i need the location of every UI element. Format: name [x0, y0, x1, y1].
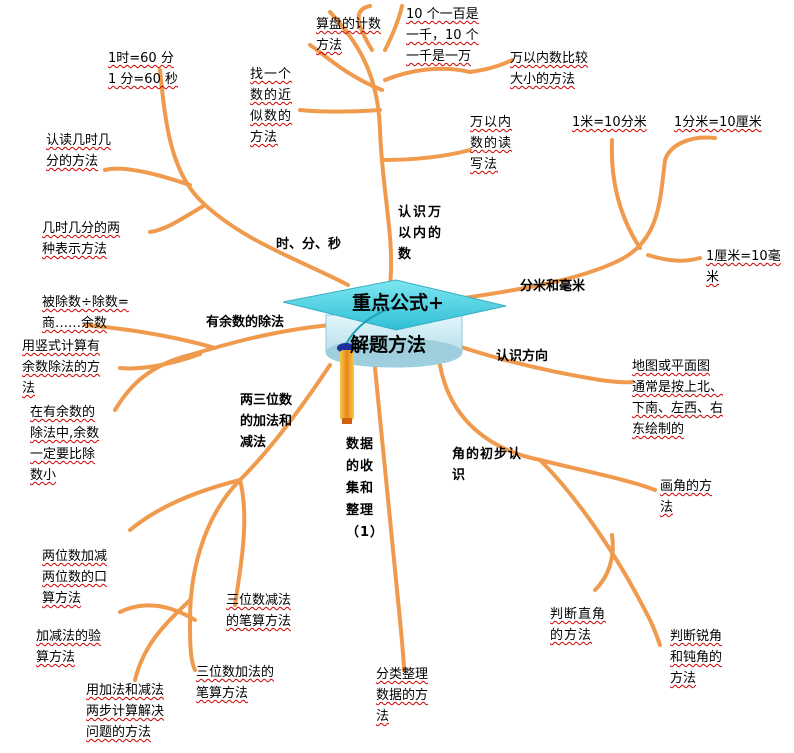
- branch-line-sanwei: [188, 363, 332, 672]
- leaf-chufa-formula: 被除数÷除数= 商……余数: [42, 295, 129, 331]
- leaf-shige: 10 个一百是 一千，10 个 一千是一万: [406, 7, 479, 64]
- branch-label-sanwei: 两三位数 的加法和 减法: [240, 393, 293, 450]
- leaf-limi-conversion: 1厘米=10毫 米: [706, 249, 781, 285]
- leaf-yansuan: 加减法的验 算方法: [36, 629, 102, 665]
- branch-label-jiao: 角的初步认 识: [452, 447, 523, 483]
- leaf-mi-conversion: 1米=10分米: [572, 115, 647, 130]
- branch-line-shifen: [158, 68, 350, 287]
- leaf-ditu: 地图或平面图 通常是按上北、 下南、左西、右 东绘制的: [632, 359, 724, 437]
- branch-line-yushu: [113, 323, 332, 412]
- leaf-yushu-rule: 在有余数的 除法中,余数 一定要比除 数小: [30, 405, 100, 483]
- leaf-zhijiao: 判断直角 的方法: [550, 607, 607, 643]
- leaf-dufa: 万以内 数的读 写法: [470, 115, 513, 172]
- leaf-ruijiao: 判断锐角 和钝角的 方法: [670, 629, 723, 686]
- center-title-line2: 解题方法: [350, 334, 427, 356]
- branch-label-yushu: 有余数的除法: [206, 315, 285, 330]
- leaf-dushi: 认读几时几 分的方法: [46, 133, 112, 169]
- leaf-jianfa: 三位数减法 的笔算方法: [226, 593, 292, 629]
- leaf-shifen-conversion: 1时=60 分 1 分=60 秒: [108, 51, 178, 87]
- leaf-suanpan: 算盘的计数 方法: [316, 17, 382, 53]
- leaf-fenmi-conversion: 1分米=10厘米: [674, 115, 762, 130]
- branch-line-wan: [328, 10, 394, 287]
- center-title-line1: 重点公式+: [352, 292, 444, 314]
- leaf-huajiao: 画角的方 法: [660, 479, 713, 515]
- leaf-jinsi: 找一个 数的近 似数的 方法: [250, 67, 293, 145]
- branch-line-fenmi: [448, 135, 717, 302]
- leaf-jiafa: 三位数加法的 笔算方法: [196, 665, 275, 701]
- branch-line-shuju: [373, 366, 406, 672]
- leaf-biaoshi: 几时几分的两 种表示方法: [42, 221, 121, 257]
- leaf-bijiao: 万以内数比较 大小的方法: [510, 51, 589, 87]
- branch-label-fenmi: 分米和毫米: [520, 279, 586, 294]
- leaf-shushi: 用竖式计算有 余数除法的方 法: [22, 339, 101, 396]
- branch-label-shifen: 时、分、秒: [276, 237, 342, 252]
- branch-lines: [83, 4, 717, 682]
- leaf-liangwei: 两位数加减 两位数的口 算方法: [42, 549, 108, 606]
- graduation-cap-icon: [282, 279, 507, 424]
- leaf-fenlei: 分类整理 数据的方 法: [376, 667, 429, 724]
- branch-label-wan: 认识万 以内的 数: [398, 205, 444, 262]
- leaf-liangbu: 用加法和减法 两步计算解决 问题的方法: [86, 683, 165, 740]
- branch-label-fangxiang: 认识方向: [496, 349, 549, 364]
- branch-label-shuju: 数据 的收 集和 整理 （1）: [346, 437, 385, 540]
- branch-line-fangxiang: [453, 343, 634, 385]
